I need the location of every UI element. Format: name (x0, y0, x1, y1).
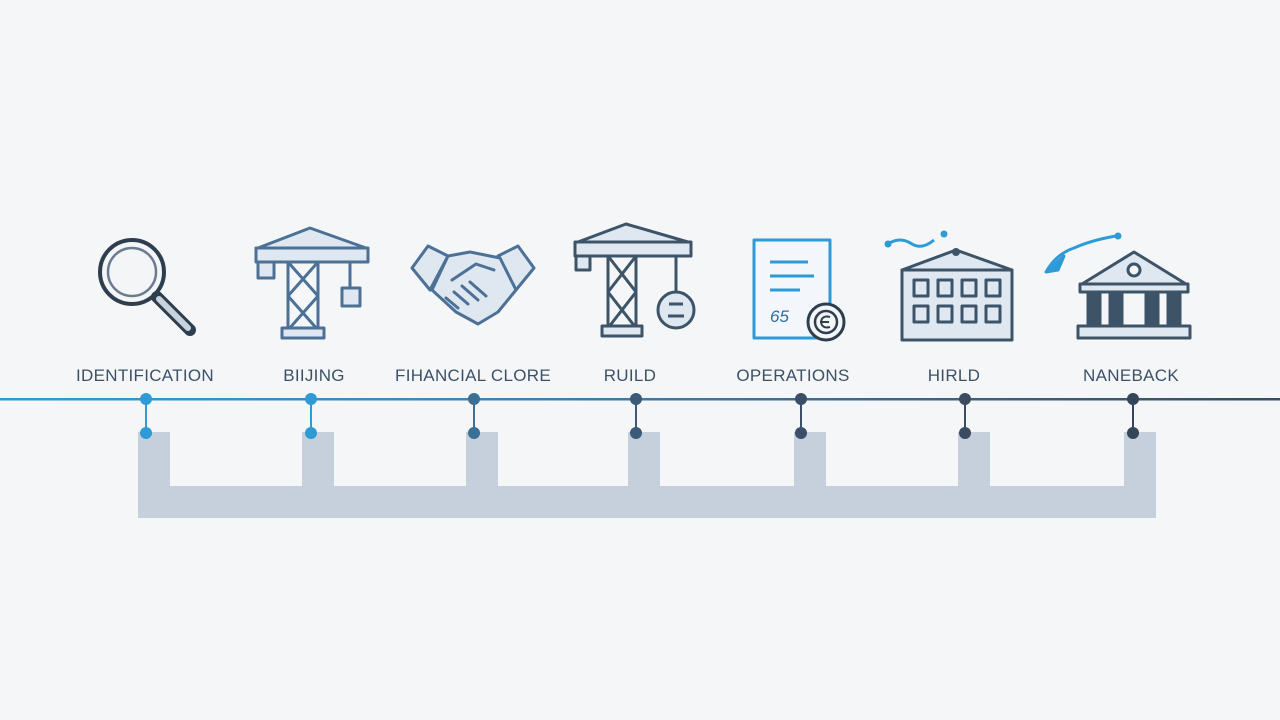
connector-5 (795, 393, 807, 439)
crane-with-bulb-icon (573, 222, 696, 338)
timeline-track (138, 432, 1156, 518)
connector-2 (305, 393, 317, 439)
svg-text:65: 65 (770, 307, 789, 326)
connector-1 (140, 393, 152, 439)
connector-6 (959, 393, 971, 439)
magnifier-icon (98, 238, 196, 336)
stage-label-naneback: NANEBACK (1083, 366, 1179, 385)
connector-4 (630, 393, 642, 439)
crane-icon (254, 226, 370, 340)
stage-label-fihancial-clore: FIHANCIAL CLORE (395, 366, 551, 385)
contract-document-icon: 65 (752, 238, 846, 342)
stage-label-operations: OPERATIONS (736, 366, 850, 385)
office-building-icon (884, 230, 1014, 342)
handshake-icon (410, 244, 536, 326)
stage-label-ruild: RUILD (603, 366, 657, 385)
stage-label-biijing: BIIJING (283, 366, 345, 385)
stage-connectors (140, 393, 1139, 439)
connector-7 (1127, 393, 1139, 439)
bank-building-icon (1044, 232, 1192, 340)
stage-label-identification: IDENTIFICATION (76, 366, 214, 385)
connector-3 (468, 393, 480, 439)
stage-label-hirld: HIRLD (927, 366, 981, 385)
